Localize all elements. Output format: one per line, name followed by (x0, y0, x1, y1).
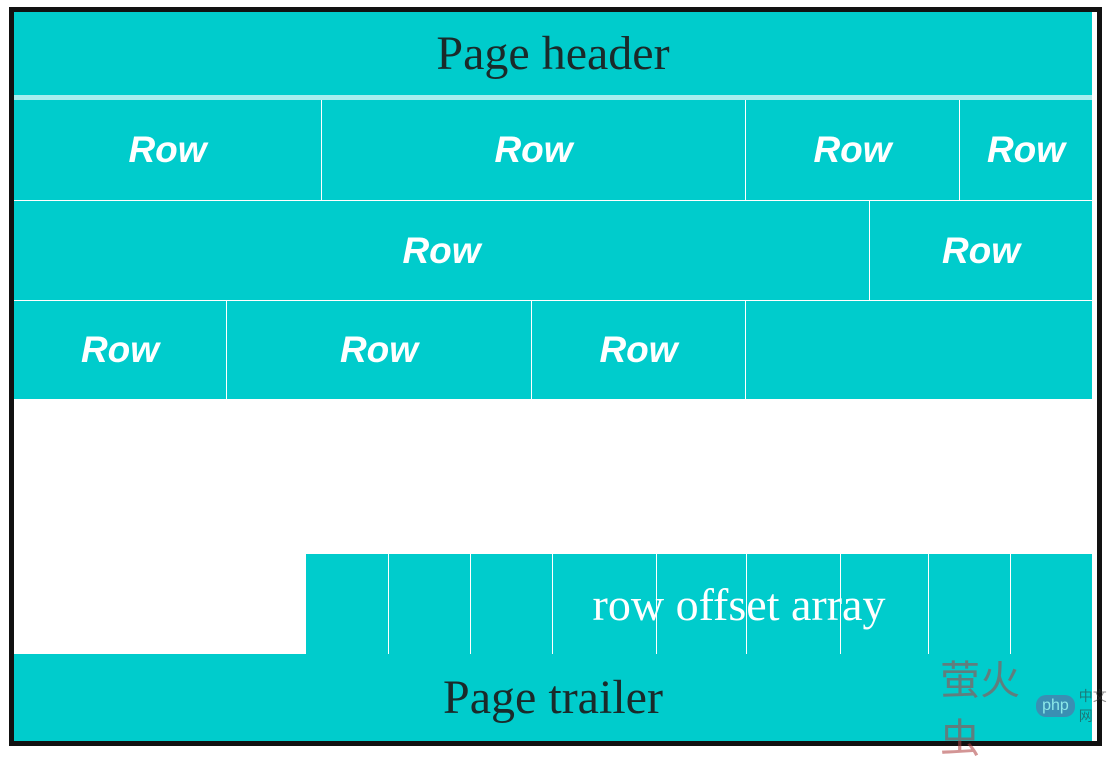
offset-slot-divider (388, 554, 389, 654)
row-cell: Row (14, 301, 227, 399)
row-cell: Row (14, 201, 870, 300)
watermark: 萤火虫 php 中文网 (940, 658, 1111, 762)
row-offset-array: row offset array (306, 554, 1092, 654)
page-trailer: Page trailer (14, 654, 1092, 741)
row-cell: Row (960, 100, 1092, 200)
row-cell: Row (532, 301, 746, 399)
page-header: Page header (14, 12, 1092, 95)
row-cell: Row (227, 301, 532, 399)
offset-slot-divider (1010, 554, 1011, 654)
offset-slot-divider (840, 554, 841, 654)
offset-slot-divider (470, 554, 471, 654)
offset-slot-divider (928, 554, 929, 654)
offset-slot-divider (552, 554, 553, 654)
offset-slot-divider (746, 554, 747, 654)
watermark-suffix: 中文网 (1078, 689, 1107, 725)
row-cell: Row (322, 100, 746, 200)
header-divider (14, 95, 1092, 100)
page-diagram: Page header Row Row Row Row Row Row Row … (9, 7, 1102, 746)
row-cell: Row (870, 201, 1092, 300)
free-space-cell (746, 301, 1092, 399)
watermark-logo-text: 萤火虫 (940, 658, 1020, 762)
row-cell: Row (14, 100, 322, 200)
watermark-badge: php (1036, 695, 1075, 717)
row-cell: Row (746, 100, 960, 200)
row-offset-array-label: row offset array (592, 578, 886, 630)
offset-slot-divider (656, 554, 657, 654)
